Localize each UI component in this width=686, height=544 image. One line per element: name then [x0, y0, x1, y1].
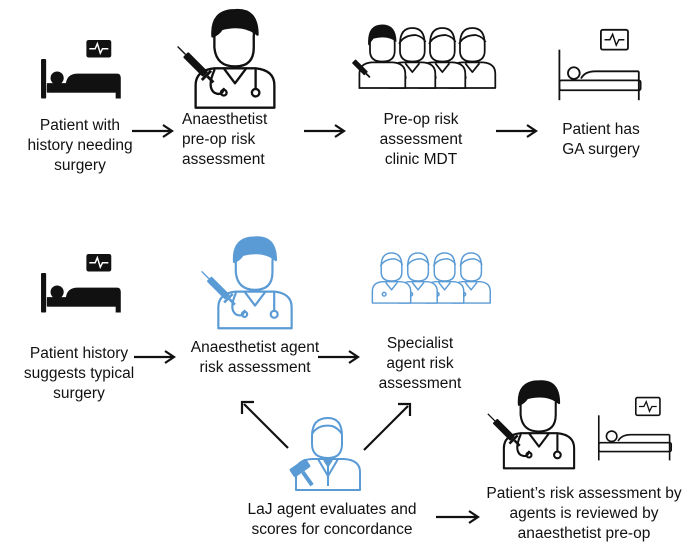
preop-clinic-mdt-label: Pre-op risk assessment clinic MDT [379, 111, 463, 168]
specialist-team-icon [371, 252, 491, 304]
anaesthetist-icon [190, 6, 280, 110]
anaesthetist-agent-label: Anaesthetist agent risk assessment [190, 339, 320, 376]
flow-arrow-6 [436, 510, 480, 524]
patient-history-typical-label: Patient history suggests typical surgery [23, 345, 135, 402]
diag-arrow-right [363, 402, 412, 451]
anaesthetist-review-icon [494, 378, 584, 470]
specialist-agent-label: Specialist agent risk assessment [378, 335, 462, 392]
anaesthetist-preop-label: Anaesthetist pre-op risk assessment [182, 111, 268, 168]
patient-bed-monitor-icon [558, 28, 642, 102]
hospital-bed-icon [40, 39, 122, 100]
patient-ga-surgery-label: Patient has GA surgery [562, 121, 640, 158]
patient-review-label: Patient’s risk assessment by agents is r… [486, 485, 682, 542]
hospital-bed-icon-2 [40, 253, 122, 314]
anaesthetist-agent-icon [210, 234, 300, 330]
patient-bed-review-icon [597, 396, 673, 462]
diag-arrow-left [240, 400, 289, 449]
flow-arrow-3 [496, 124, 538, 138]
medical-team-icon [352, 24, 497, 89]
flow-arrow-5 [318, 350, 360, 364]
flow-arrow-4 [134, 350, 176, 364]
patient-history-label: Patient with history needing surgery [27, 117, 133, 174]
judge-gavel-icon [289, 417, 361, 491]
flow-arrow-1 [132, 124, 174, 138]
flow-arrow-2 [304, 124, 346, 138]
laj-agent-label: LaJ agent evaluates and scores for conco… [247, 501, 417, 538]
